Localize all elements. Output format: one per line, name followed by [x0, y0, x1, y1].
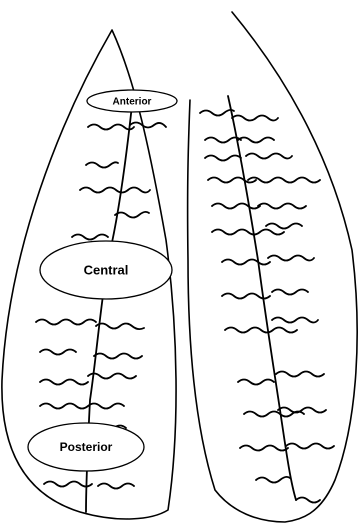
right-leaf-side-veins — [200, 110, 334, 503]
side-vein — [72, 235, 108, 240]
anterior-label-text: Anterior — [113, 97, 152, 108]
side-vein — [40, 404, 124, 409]
side-vein — [296, 498, 320, 503]
side-vein — [36, 320, 96, 325]
side-vein — [130, 123, 166, 128]
anterior-label: Anterior — [87, 90, 177, 112]
side-vein — [212, 230, 284, 235]
side-vein — [96, 324, 144, 330]
side-vein — [286, 444, 334, 449]
side-vein — [246, 154, 292, 159]
side-vein — [98, 484, 134, 489]
side-vein — [80, 188, 150, 193]
side-vein — [205, 138, 241, 143]
side-vein — [205, 156, 241, 161]
side-vein — [115, 212, 149, 218]
side-vein — [94, 354, 142, 359]
posterior-label: Posterior — [28, 423, 144, 471]
side-vein — [248, 178, 320, 183]
side-vein — [212, 204, 260, 209]
side-vein — [200, 110, 234, 116]
side-vein — [232, 116, 278, 121]
side-vein — [40, 350, 76, 355]
side-vein — [266, 224, 302, 229]
side-vein — [225, 328, 297, 333]
side-vein — [86, 162, 118, 167]
side-vein — [238, 380, 274, 385]
side-vein — [238, 138, 274, 143]
side-vein — [268, 256, 314, 261]
side-vein — [44, 482, 92, 487]
side-vein — [276, 372, 324, 377]
side-vein — [40, 380, 88, 385]
central-label-text: Central — [84, 262, 129, 277]
posterior-label-text: Posterior — [60, 440, 113, 454]
side-vein — [222, 260, 270, 265]
side-vein — [240, 446, 288, 451]
side-vein — [88, 125, 134, 130]
side-vein — [256, 477, 290, 483]
side-vein — [258, 204, 306, 209]
side-vein — [272, 290, 308, 295]
side-vein — [88, 374, 136, 379]
central-label: Central — [40, 241, 172, 299]
side-vein — [272, 318, 318, 323]
